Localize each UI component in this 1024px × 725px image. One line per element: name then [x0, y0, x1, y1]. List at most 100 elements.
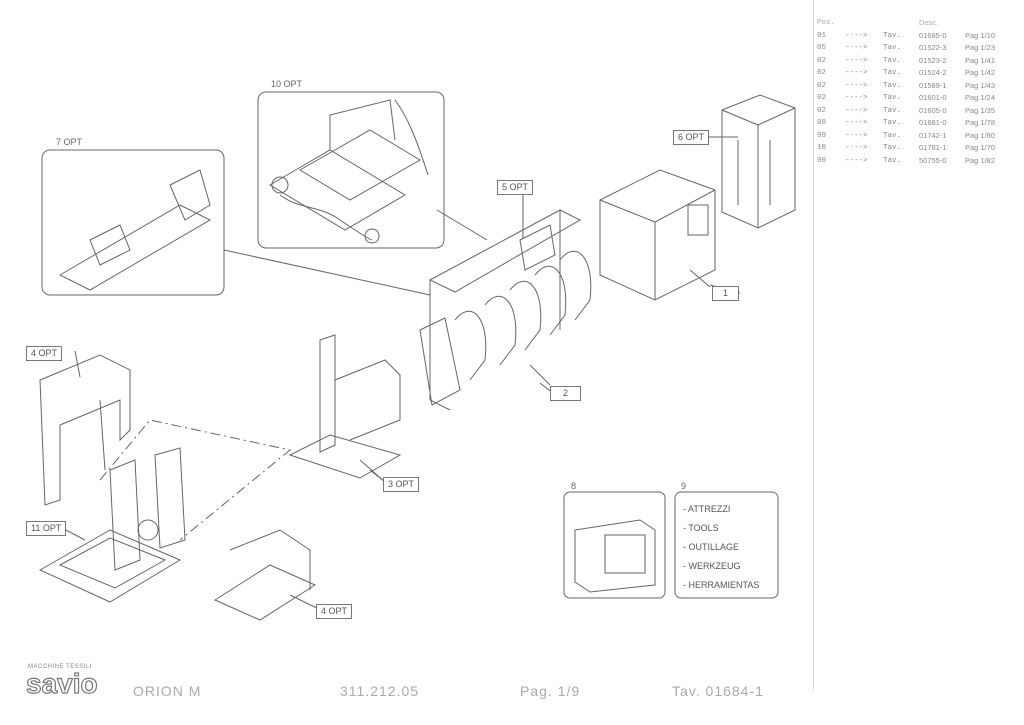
detail-box-10-opt	[257, 91, 445, 249]
cell-arrow: ---->	[845, 56, 868, 65]
detail-box-9	[674, 491, 779, 599]
cell-code: 01523-2	[919, 55, 947, 65]
cell-page: Pag 1/82	[965, 155, 996, 165]
table-row: 05 ----> Tav. 01522-3 Pag 1/23	[817, 42, 1017, 55]
cell-arrow: ---->	[845, 44, 868, 52]
cell-code: 50755-0	[919, 155, 947, 165]
control-panel-8	[574, 519, 656, 593]
manipulator-10-opt	[269, 99, 429, 244]
cell-tav: Tav.	[883, 81, 902, 90]
cell-arrow: ---->	[845, 31, 868, 40]
bracket-4-opt-upper	[39, 354, 131, 506]
label-6-opt: 6 OPT	[673, 130, 710, 145]
cell-pos: 02	[817, 56, 827, 65]
cell-page: Pag 1/43	[965, 80, 996, 90]
label-9: 9	[681, 481, 687, 491]
label-7-opt: 7 OPT	[56, 137, 83, 147]
cell-code: 01681-0	[919, 118, 947, 127]
table-row: 10 ----> Tav. 01781-1 Pag 1/70	[817, 142, 1017, 155]
table-number: Tav. 01684-1	[672, 683, 764, 699]
cell-arrow: ---->	[845, 69, 868, 77]
table-row: 02 ----> Tav. 01523-2 Pag 1/41	[817, 55, 1017, 68]
cell-page: Pag 1/42	[965, 68, 996, 77]
table-divider-line	[813, 0, 814, 690]
cell-tav: Tav.	[883, 44, 902, 52]
footer: MACCHINE TESSILI savio ORION M 311.212.0…	[0, 660, 1024, 725]
cell-code: 01524-2	[919, 68, 947, 77]
tool-item: - OUTILLAGE	[683, 542, 740, 552]
cell-page: Pag 1/10	[965, 30, 996, 40]
label-11-opt: 11 OPT	[26, 521, 67, 536]
tools-list: - ATTREZZI- TOOLS- OUTILLAGE- WERKZEUG- …	[683, 500, 759, 595]
cell-page: Pag 1/35	[965, 105, 996, 115]
cell-page: Pag 1/41	[965, 55, 996, 65]
brand-tagline: MACCHINE TESSILI	[28, 664, 92, 670]
label-2: 2	[550, 386, 582, 401]
cell-code: 01601-0	[919, 93, 947, 102]
cell-arrow: ---->	[845, 131, 868, 140]
cell-tav: Tav.	[883, 69, 902, 77]
tool-item: - WERKZEUG	[683, 561, 741, 571]
cell-pos: 01	[817, 31, 827, 40]
column-6-opt	[721, 94, 796, 229]
cell-page: Pag 1/23	[965, 43, 996, 52]
model-name: ORION M	[133, 683, 202, 699]
cell-code: 01522-3	[919, 43, 947, 52]
table-row: 08 ----> Tav. 01681-0 Pag 1/78	[817, 117, 1017, 130]
cell-page: Pag 1/78	[965, 118, 996, 127]
label-10-opt: 10 OPT	[271, 79, 303, 89]
cell-arrow: ---->	[845, 94, 868, 102]
cell-pos: 02	[817, 69, 827, 77]
cell-code: 01605-0	[919, 105, 947, 115]
cell-pos: 09	[817, 131, 827, 140]
cell-arrow: ---->	[845, 144, 868, 152]
cell-arrow: ---->	[845, 119, 868, 127]
cell-page: Pag 1/80	[965, 130, 996, 140]
detail-box-7-opt	[41, 149, 225, 296]
label-3-opt: 3 OPT	[383, 477, 420, 492]
electrical-cabinet-1	[599, 169, 716, 301]
cell-pos: 02	[817, 94, 827, 102]
label-4-opt-upper: 4 OPT	[26, 346, 63, 361]
machine-code: 311.212.05	[340, 683, 420, 699]
cell-tav: Tav.	[883, 156, 902, 165]
label-1: 1	[712, 286, 740, 301]
cell-tav: Tav.	[883, 106, 902, 115]
header-pos: Pos.	[817, 19, 836, 27]
cell-tav: Tav.	[883, 94, 902, 102]
header-desc: Desc.	[919, 18, 939, 27]
table-row: 02 ----> Tav. 01524-2 Pag 1/42	[817, 67, 1017, 80]
cell-pos: 02	[817, 81, 827, 90]
base-unit-3-opt	[288, 334, 402, 483]
cell-pos: 05	[817, 44, 827, 52]
cell-tav: Tav.	[883, 144, 902, 152]
cell-code: 01685-0	[919, 30, 947, 40]
tool-item: - ATTREZZI	[683, 504, 731, 514]
cell-pos: 02	[817, 106, 827, 115]
cell-arrow: ---->	[845, 156, 868, 165]
page-number: Pag. 1/9	[520, 683, 581, 699]
cell-pos: 00	[817, 156, 827, 165]
table-row: 02 ----> Tav. 01589-1 Pag 1/43	[817, 80, 1017, 93]
parts-reference-table: Pos. Desc. 01 ----> Tav. 01685-0 Pag 1/10 05 -…	[817, 17, 1017, 167]
cell-code: 01589-1	[919, 80, 947, 90]
cell-arrow: ---->	[845, 106, 868, 115]
cell-pos: 08	[817, 119, 827, 127]
label-8: 8	[571, 481, 577, 491]
cell-tav: Tav.	[883, 56, 902, 65]
cell-pos: 10	[817, 144, 827, 152]
cell-arrow: ---->	[845, 81, 868, 90]
table-row: 00 ----> Tav. 50755-0 Pag 1/82	[817, 155, 1017, 168]
cell-code: 01781-1	[919, 143, 947, 152]
tool-item: - HERRAMIENTAS	[683, 580, 760, 590]
cell-tav: Tav.	[883, 119, 902, 127]
carriage-4-opt-lower	[213, 529, 326, 621]
label-5-opt: 5 OPT	[497, 180, 534, 195]
cell-page: Pag 1/70	[965, 143, 996, 152]
cell-tav: Tav.	[883, 131, 902, 140]
label-4-opt-lower: 4 OPT	[316, 604, 353, 619]
